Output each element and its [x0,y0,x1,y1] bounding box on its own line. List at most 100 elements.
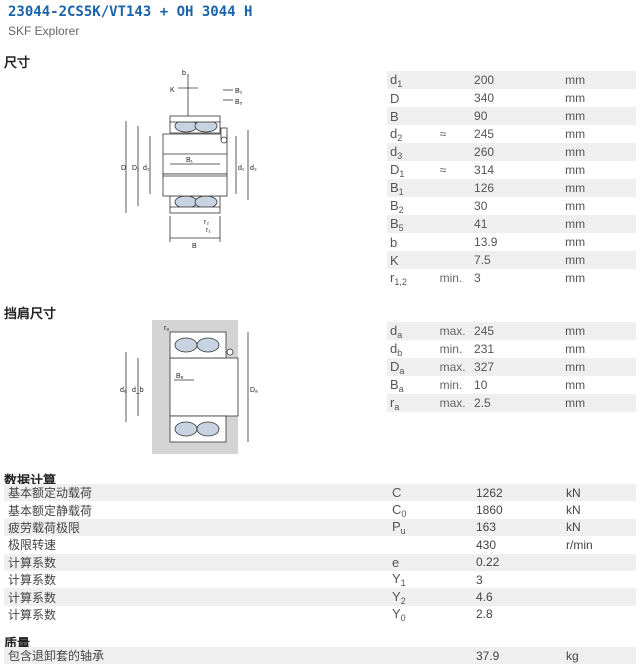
param-value: 3 [474,271,481,285]
param-value: 245 [474,127,495,141]
symbol: D [390,358,400,374]
label-d1: d₁ [238,165,245,172]
param-symbol: Da [387,358,440,376]
param-qualifier [440,89,474,107]
bearing-dimension-drawing: b K B₂ B₅ B₁ D D₁ d₂ d₁ d₃ r₁ r₂ B [121,70,257,250]
label-r2: r₂ [204,219,209,226]
symbol: d [390,143,398,159]
param-qualifier: ≈ [439,127,447,141]
symbol-subscript: 1 [400,578,406,589]
symbol-subscript: 0 [401,508,407,519]
calc-label: 计算系数 [8,573,57,588]
calc-value: 163 [476,518,566,537]
calc-unit [566,588,636,606]
param-qualifier: max. [439,394,475,412]
param-unit: mm [565,163,586,177]
symbol: Y [392,571,401,587]
section-abutment-heading: 挡肩尺寸 [4,307,57,322]
calc-value: 1860 [476,503,503,518]
param-value: 200 [474,71,566,89]
mass-value: 37.9 [476,647,566,664]
page-subtitle: SKF Explorer [8,24,80,38]
symbol: Y [392,588,401,604]
param-unit: mm [565,71,636,89]
label-r1: r₁ [206,227,211,234]
param-symbol: d2 [387,125,440,143]
label-B5: B₅ [235,99,243,106]
symbol-subscript: 2 [397,132,403,143]
label-Da: Dₐ [250,387,258,394]
param-value: 30 [474,199,488,213]
symbol-subscript: 1,2 [394,276,407,287]
param-value: 13.9 [474,235,498,249]
param-unit: mm [565,394,636,412]
param-symbol: d3 [387,143,440,161]
label-da: dₐ [120,387,127,394]
param-qualifier: min. [439,378,463,392]
label-D1: D₁ [132,165,140,172]
mass-label: 包含退卸套的轴承 [4,647,476,664]
calc-symbol: C0 [392,501,476,519]
calc-symbol: e [392,553,476,571]
symbol: P [392,518,401,534]
param-value: 2.5 [474,394,566,412]
calc-symbol: Pu [392,518,476,537]
symbol-subscript: 0 [400,612,406,623]
param-symbol: B1 [387,179,440,197]
symbol-subscript: 1 [398,186,404,197]
calc-symbol: Y0 [392,606,476,623]
label-B: B [192,243,197,250]
param-value: 327 [474,358,566,376]
param-qualifier: max. [439,322,475,340]
param-unit: mm [565,251,636,269]
calc-label: 计算系数 [4,588,392,606]
calc-unit [566,571,636,588]
param-qualifier [439,179,475,197]
calc-value: 1262 [476,484,566,502]
param-unit: mm [565,358,636,376]
symbol: b [390,234,398,250]
calc-unit: kN [566,503,581,518]
param-qualifier [439,71,475,89]
param-qualifier [439,215,475,233]
symbol: B [390,215,399,231]
calc-value: 4.6 [476,588,566,606]
label-B2: B₂ [235,88,243,95]
param-symbol: B5 [387,215,440,233]
label-Ba: Bₐ [176,373,184,380]
table-row: d2≈245 mm [387,125,636,143]
symbol: d [390,71,398,87]
calc-label: 极限转速 [8,538,57,553]
label-K: K [170,87,175,94]
param-value: 7.5 [474,251,566,269]
param-value: 260 [474,143,566,161]
symbol-subscript: 2 [398,204,404,215]
symbol-subscript: 5 [398,222,404,233]
symbol: e [392,554,400,570]
param-value: 10 [474,378,488,392]
calc-value: 2.8 [476,607,493,622]
symbol: r [390,269,395,285]
param-symbol: B2 [387,197,440,215]
param-qualifier: ≈ [439,163,447,177]
param-value: 41 [474,215,566,233]
label-b: b [182,70,186,77]
param-unit: mm [565,127,586,141]
symbol-subscript: a [394,401,400,412]
param-value: 126 [474,179,566,197]
